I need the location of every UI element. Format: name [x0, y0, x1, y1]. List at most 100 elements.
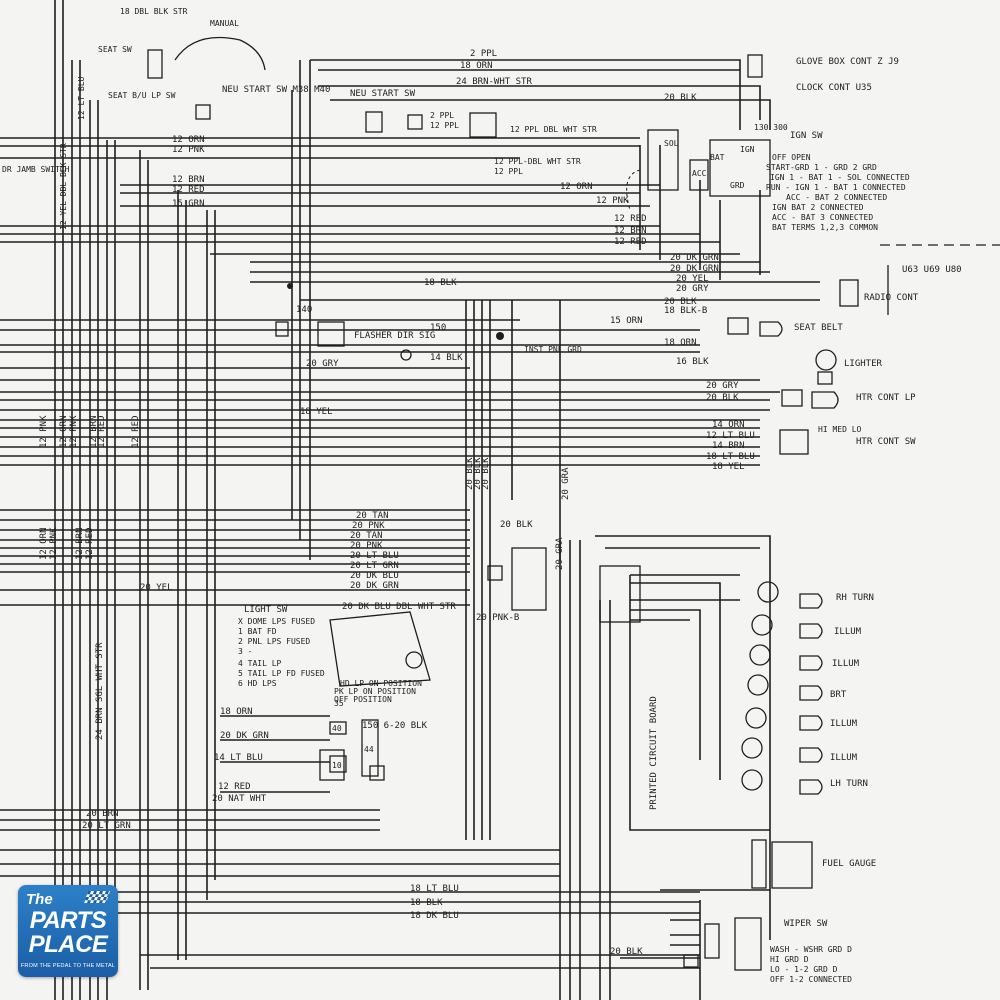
label-l17: 20 BLK	[664, 93, 697, 103]
radio-connector	[839, 279, 859, 307]
label-l144: 10	[332, 761, 342, 770]
htr-cont-lp-bulb	[811, 391, 839, 409]
label-l53: 150	[430, 323, 446, 333]
label-l104: 5 TAIL LP FD FUSED	[238, 669, 325, 678]
label-l76: 12 RED	[131, 415, 141, 448]
label-l29: GLOVE BOX CONT Z J9	[796, 57, 899, 67]
label-l126: FUEL GAUGE	[822, 859, 876, 869]
label-l33: START-GRD 1 - GRD 2 GRD	[766, 163, 877, 172]
label-l135: OFF 1-2 CONNECTED	[770, 975, 852, 984]
seat-belt-connector	[727, 317, 749, 335]
label-l133: HI GRD D	[770, 955, 809, 964]
label-l82: 12 PNK	[49, 527, 59, 560]
label-l145: 44	[364, 745, 374, 754]
junction-140	[287, 283, 293, 289]
label-l139: IGN	[740, 145, 755, 154]
label-l05: NEU START SW M38 M40	[222, 85, 330, 95]
fuel-gauge-connector	[751, 839, 767, 889]
illum-bulb-socket-3	[745, 707, 767, 729]
label-l42: 20 YEL	[676, 274, 709, 284]
label-l75: 12 RED	[97, 415, 107, 448]
label-l21: 12 PPL DBL WHT STR	[510, 125, 597, 134]
checkered-flag-icon	[84, 891, 110, 903]
label-l123: ILLUM	[830, 719, 858, 729]
label-l41: 20 DK GRN	[670, 264, 719, 274]
label-l96: 20 DK BLU DBL WHT STR	[342, 602, 456, 612]
label-l93: 20 DK BLU	[350, 571, 399, 581]
label-l99: X DOME LPS FUSED	[238, 617, 315, 626]
label-l116: 20 LT GRN	[82, 821, 131, 831]
label-l20: 12 PPL	[430, 121, 459, 130]
label-l72: 12 ORN	[59, 415, 69, 448]
label-l114: 20 NAT WHT	[212, 794, 267, 804]
label-l03: SEAT SW	[98, 45, 132, 54]
label-l64: 14 ORN	[712, 420, 745, 430]
label-l24: 12 ORN	[560, 182, 593, 192]
label-l112: 14 LT BLU	[214, 753, 263, 763]
inst-grd-point	[400, 349, 412, 361]
label-l32: OFF OPEN	[772, 153, 811, 162]
label-l109: 24 BRN SGL WHT STR	[95, 642, 105, 740]
label-l51: 20 GRY	[306, 359, 339, 369]
label-l60: 20 GRY	[706, 381, 739, 391]
wire-labels: 18 DBL BLK STR MANUAL SEAT SW SEAT B/U L…	[2, 7, 962, 984]
pcb-connector	[599, 565, 641, 623]
label-l141: GRD	[730, 181, 745, 190]
label-l45: 18 BLK-B	[664, 306, 707, 316]
label-l108: OFF POSITION	[334, 695, 392, 704]
label-l88: 20 PNK	[352, 521, 385, 531]
label-l34: IGN 1 - BAT 1 - SOL CONNECTED	[770, 173, 910, 182]
wiper-150-connector	[683, 954, 699, 968]
label-l78: 20 BLK	[473, 457, 483, 490]
label-l142: 35	[334, 699, 344, 708]
label-l35: RUN - IGN 1 - BAT 1 CONNECTED	[766, 183, 906, 192]
label-l73: 12 PNK	[69, 415, 79, 448]
label-l52: 14 BLK	[430, 353, 463, 363]
label-l18: NEU START SW	[350, 89, 416, 99]
mid-connector-small	[487, 565, 503, 581]
label-l14: 2 PPL	[470, 49, 497, 59]
flasher-connector	[275, 321, 289, 337]
label-l66: 14 BRN	[712, 441, 745, 451]
label-l97: 20 PNK-B	[476, 613, 519, 623]
glove-box-connector	[747, 54, 763, 78]
block-40	[329, 721, 347, 735]
label-l07: 12 LT BLU	[77, 76, 86, 120]
label-l16: 24 BRN-WHT STR	[456, 77, 532, 87]
label-l44: 20 BLK	[664, 297, 697, 307]
label-l111: 20 DK GRN	[220, 731, 269, 741]
label-l102: 3 -	[238, 647, 252, 656]
label-l105: 6 HD LPS	[238, 679, 277, 688]
label-l130: 20 BLK	[610, 947, 643, 957]
illum-bulb-socket-2	[749, 644, 771, 666]
light-switch-body	[329, 611, 431, 687]
block-10	[329, 755, 347, 773]
pcb-bulbs	[741, 581, 823, 795]
label-l98: LIGHT SW	[244, 605, 288, 615]
label-l49: 140	[296, 305, 312, 315]
label-l59: LIGHTER	[844, 359, 883, 369]
illum-bulb-socket-4	[741, 737, 763, 759]
label-l85: 20 BLK	[500, 520, 533, 530]
label-l121: ILLUM	[832, 659, 860, 669]
ign-switch-left-block	[647, 129, 679, 191]
label-l86: 20 GRA	[555, 537, 565, 570]
seat-switch-arc	[174, 36, 266, 71]
logo-line2: PARTS	[29, 907, 107, 934]
label-l137: SOL	[664, 139, 679, 148]
label-l36: ACC - BAT 2 CONNECTED	[786, 193, 887, 202]
brt-bulb-socket	[747, 674, 769, 696]
label-l134: LO - 1-2 GRD D	[770, 965, 838, 974]
logo-line3: PLACE	[28, 931, 108, 958]
label-l01: 18 DBL BLK STR	[120, 7, 188, 16]
wiper-switch-body	[734, 917, 762, 971]
label-l129: 18 DK BLU	[410, 911, 459, 921]
label-l04: SEAT B/U LP SW	[108, 91, 176, 100]
label-l22: 12 PPL-DBL WHT STR	[494, 157, 581, 166]
label-l67: 18 LT BLU	[706, 452, 755, 462]
neu-start-connector-2	[407, 114, 423, 130]
components	[147, 36, 1000, 971]
label-l83: 12 BRN	[75, 527, 85, 560]
label-l70: HTR CONT SW	[856, 437, 916, 447]
